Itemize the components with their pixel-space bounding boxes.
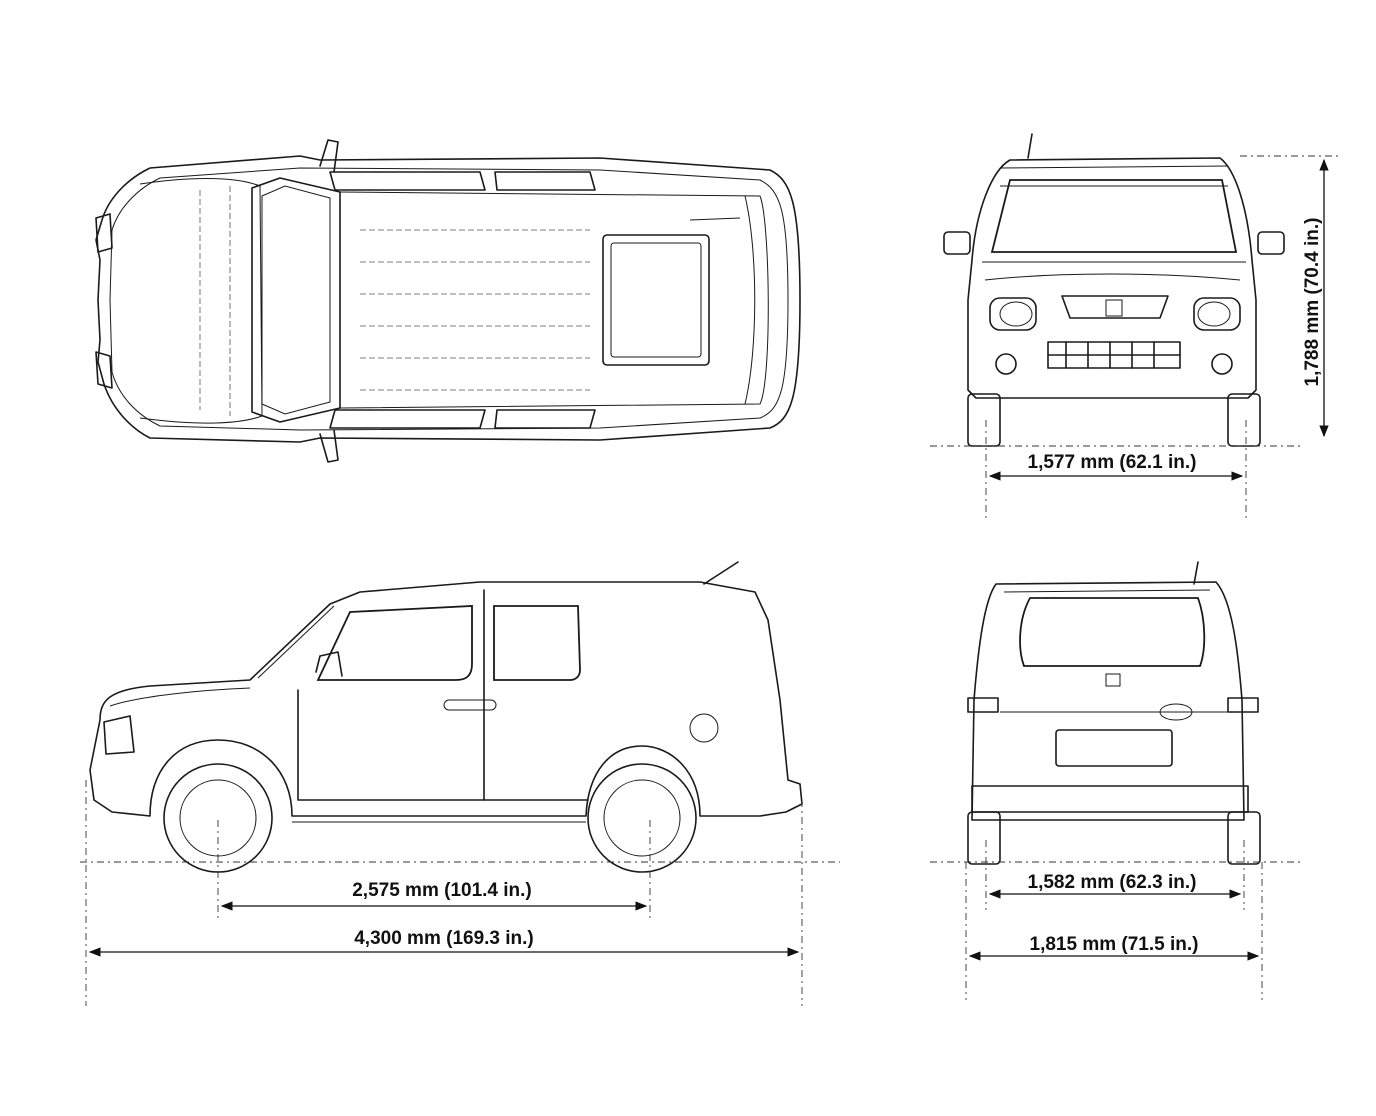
overall-height-label: 1,788 mm (70.4 in.) — [1302, 218, 1323, 387]
overall-width-label: 1,815 mm (71.5 in.) — [1030, 934, 1199, 955]
front-track-label: 1,577 mm (62.1 in.) — [1028, 452, 1197, 473]
extension-lines — [80, 155, 1340, 1006]
top-view — [95, 139, 801, 463]
side-view — [89, 561, 803, 873]
wheelbase-label: 2,575 mm (101.4 in.) — [352, 880, 532, 901]
rear-view — [967, 561, 1261, 865]
rear-track-label: 1,582 mm (62.3 in.) — [1028, 872, 1197, 893]
front-view — [943, 133, 1285, 447]
front-lower-grille — [1047, 341, 1181, 369]
dimension-lines — [88, 158, 1329, 961]
overall-length-label: 4,300 mm (169.3 in.) — [354, 928, 534, 949]
